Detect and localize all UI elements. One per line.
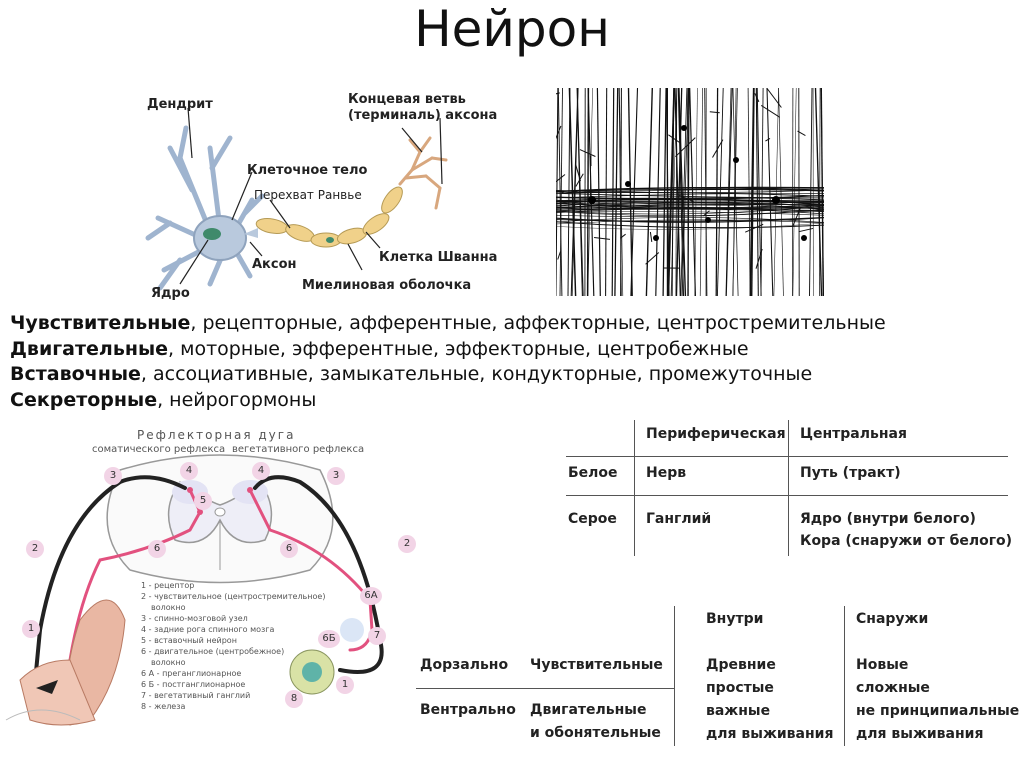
outside-line: Новые — [856, 657, 909, 673]
legend-line: 6 А - преганглионарное — [141, 669, 242, 678]
legend-line: 6 - двигательное (центробежное) — [141, 647, 285, 656]
label-terminal-2: (терминаль) аксона — [348, 108, 498, 123]
matter-grey-peripheral: Ганглий — [646, 511, 712, 527]
table2-divider-h1 — [416, 688, 674, 689]
matter-white-central: Путь (тракт) — [800, 465, 901, 481]
cell-body — [193, 215, 247, 261]
table-divider-h2 — [566, 495, 1008, 496]
matter-white-peripheral: Нерв — [646, 465, 687, 481]
reflex-legend: 1 - рецептор 2 - чувствительное (центрос… — [141, 580, 325, 712]
class-rest-4: , нейрогормоны — [157, 389, 317, 411]
inside-line: для выживания — [706, 726, 834, 742]
legend-line: 4 - задние рога спинного мозга — [141, 625, 275, 634]
reflex-num-3-left: 3 — [104, 467, 122, 485]
table-divider-v1 — [634, 420, 635, 556]
legend-line: 2 - чувствительное (центростремительное) — [141, 592, 326, 601]
class-line-1: Чувствительные, рецепторные, афферентные… — [10, 312, 886, 334]
outside-line: для выживания — [856, 726, 984, 742]
matter-col-central: Центральная — [800, 426, 907, 442]
reflex-num-6-left: 6 — [148, 540, 166, 558]
legend-line: 6 Б - постганглионарное — [141, 680, 246, 689]
position-col-outside: Снаружи — [856, 611, 929, 627]
class-bold-4: Секреторные — [10, 389, 158, 411]
legend-line: 1 - рецептор — [141, 581, 195, 590]
inside-line: важные — [706, 703, 771, 719]
class-bold-1: Чувствительные — [10, 312, 191, 334]
reflex-num-2-left: 2 — [26, 540, 44, 558]
matter-row-white: Белое — [568, 465, 618, 481]
reflex-num-6-right: 6 — [280, 540, 298, 558]
label-dendrite: Дендрит — [147, 97, 213, 112]
page-title: Нейрон — [414, 0, 610, 58]
position-col-inside: Внутри — [706, 611, 764, 627]
matter-grey-central-1: Ядро (внутри белого) — [800, 511, 976, 527]
legend-line: волокно — [151, 658, 186, 667]
position-ventral-value-2: и обонятельные — [530, 725, 661, 741]
label-nucleus: Ядро — [151, 286, 190, 301]
table2-divider-v2 — [844, 606, 845, 746]
table-divider-h1 — [566, 456, 1008, 457]
position-ventral-value-1: Двигательные — [530, 702, 647, 718]
class-bold-3: Вставочные — [10, 363, 141, 385]
label-cell-body: Клеточное тело — [247, 163, 368, 178]
reflex-num-6a: 6А — [360, 587, 382, 605]
class-line-4: Секреторные, нейрогормоны — [10, 389, 316, 411]
reflex-title: Рефлекторная дуга — [137, 428, 296, 442]
arm-muscle — [19, 599, 126, 726]
label-schwann: Клетка Шванна — [379, 250, 498, 265]
class-rest-1: , рецепторные, афферентные, аффекторные,… — [190, 312, 886, 334]
table2-divider-v1 — [674, 606, 675, 746]
class-bold-2: Двигательные — [10, 338, 169, 360]
reflex-num-7: 7 — [368, 627, 386, 645]
nucleus — [203, 228, 221, 240]
class-line-3: Вставочные, ассоциативные, замыкательные… — [10, 363, 812, 385]
reflex-num-1-right: 1 — [336, 676, 354, 694]
position-row-ventral: Вентрально — [420, 702, 516, 718]
reflex-num-8: 8 — [285, 690, 303, 708]
outside-line: не принципиальные — [856, 703, 1020, 719]
matter-row-grey: Серое — [568, 511, 617, 527]
reflex-right-sub: вегетативного рефлекса — [232, 444, 365, 455]
legend-line: 3 - спинно-мозговой узел — [141, 614, 248, 623]
inside-line: Древние — [706, 657, 776, 673]
table-divider-v2 — [788, 420, 789, 556]
label-ranvier: Перехват Ранвье — [254, 188, 362, 202]
dendrite-branches — [145, 125, 265, 291]
legend-line: 8 - железа — [141, 702, 186, 711]
reflex-num-4-right: 4 — [252, 462, 270, 480]
reflex-num-1-left: 1 — [22, 620, 40, 638]
matter-col-peripheral: Периферическая — [646, 426, 786, 442]
class-rest-2: , моторные, эфферентные, эффекторные, це… — [168, 338, 749, 360]
legend-line: 7 - вегетативный ганглий — [141, 691, 251, 700]
matter-table: Периферическая Центральная Белое Нерв Пу… — [566, 420, 1012, 560]
outside-line: сложные — [856, 680, 930, 696]
legend-line: волокно — [151, 603, 186, 612]
reflex-num-5: 5 — [194, 492, 212, 510]
inside-line: простые — [706, 680, 774, 696]
label-myelin: Миелиновая оболочка — [302, 278, 472, 293]
reflex-num-4-left: 4 — [180, 462, 198, 480]
label-axon: Аксон — [252, 257, 297, 272]
axon-terminal — [398, 136, 448, 210]
legend-line: 5 - вставочный нейрон — [141, 636, 237, 645]
reflex-num-6b: 6Б — [318, 630, 340, 648]
position-dorsal-value: Чувствительные — [530, 657, 663, 673]
reflex-left-sub: соматического рефлекса — [92, 444, 226, 455]
label-terminal-1: Концевая ветвь — [348, 92, 466, 107]
position-row-dorsal: Дорзально — [420, 657, 509, 673]
neuron-stain-image — [556, 88, 824, 296]
matter-grey-central-2: Кора (снаружи от белого) — [800, 533, 1013, 549]
reflex-num-3-right: 3 — [327, 467, 345, 485]
class-line-2: Двигательные, моторные, эфферентные, эфф… — [10, 338, 749, 360]
class-rest-3: , ассоциативные, замыкательные, кондукто… — [140, 363, 813, 385]
position-table: Внутри Снаружи Дорзально Чувствительные … — [416, 606, 1024, 767]
neuron-diagram — [145, 107, 448, 291]
reflex-num-2-right: 2 — [398, 535, 416, 553]
